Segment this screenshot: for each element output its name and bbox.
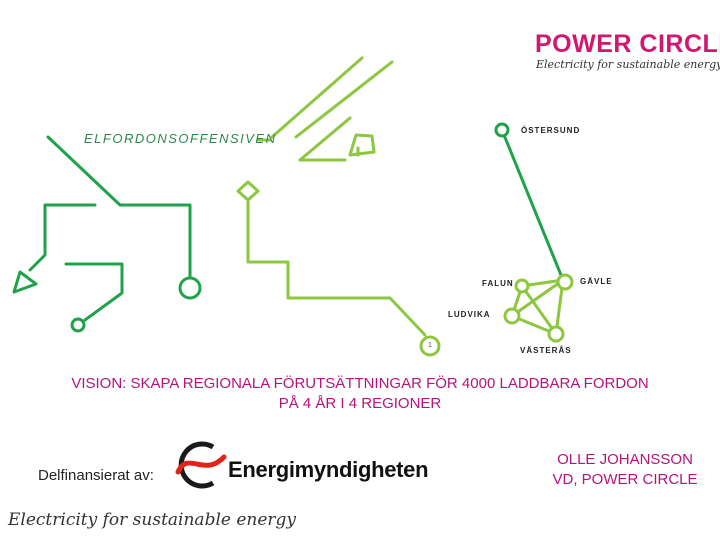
route-node-icon bbox=[70, 317, 86, 333]
route-line bbox=[28, 203, 97, 272]
footer-tagline: Electricity for sustainable energy bbox=[8, 510, 297, 530]
energimyndigheten-logo-icon bbox=[175, 441, 227, 489]
route-line bbox=[64, 262, 124, 322]
route-line bbox=[270, 56, 364, 139]
presenter-name: OLLE JOHANSSON bbox=[557, 451, 693, 468]
route-node-icon bbox=[419, 335, 441, 357]
city-label-ludvika: LUDVIKA bbox=[448, 310, 491, 319]
city-node-ludvika bbox=[503, 307, 521, 325]
city-label-vasteras: VÄSTERÅS bbox=[520, 346, 572, 355]
city-node-vasteras bbox=[547, 325, 565, 343]
city-node-falun bbox=[514, 278, 530, 294]
brand-tagline: Electricity for sustainable energy bbox=[536, 58, 720, 71]
campaign-title: ELFORDONSOFFENSIVEN bbox=[84, 131, 277, 146]
route-line bbox=[246, 200, 427, 337]
funding-label: Delfinansierat av: bbox=[38, 467, 154, 484]
city-label-gavle: GÄVLE bbox=[580, 277, 613, 286]
city-label-falun: FALUN bbox=[482, 279, 514, 288]
route-line bbox=[294, 60, 394, 139]
route-arrow-icon bbox=[348, 133, 376, 157]
city-node-ostersund bbox=[494, 122, 510, 138]
route-line bbox=[298, 116, 352, 162]
brand-logo: POWER CIRCLE bbox=[535, 30, 720, 58]
partner-logo-text: Energimyndigheten bbox=[228, 457, 429, 482]
route-line bbox=[46, 135, 192, 280]
route-node-icon bbox=[178, 276, 202, 300]
vision-line-1: VISION: SKAPA REGIONALA FÖRUTSÄTTNINGAR … bbox=[71, 375, 649, 392]
city-label-ostersund: ÖSTERSUND bbox=[521, 126, 581, 135]
presenter: OLLE JOHANSSON VD, POWER CIRCLE bbox=[540, 450, 710, 490]
presenter-title: VD, POWER CIRCLE bbox=[552, 471, 698, 488]
route-arrow-icon bbox=[12, 270, 38, 294]
vision-line-2: PÅ 4 ÅR I 4 REGIONER bbox=[278, 395, 442, 412]
city-node-gavle bbox=[556, 273, 574, 291]
vision-statement: VISION: SKAPA REGIONALA FÖRUTSÄTTNINGAR … bbox=[40, 374, 680, 414]
node-number: 1 bbox=[428, 342, 432, 349]
route-arrow-icon bbox=[236, 180, 260, 202]
